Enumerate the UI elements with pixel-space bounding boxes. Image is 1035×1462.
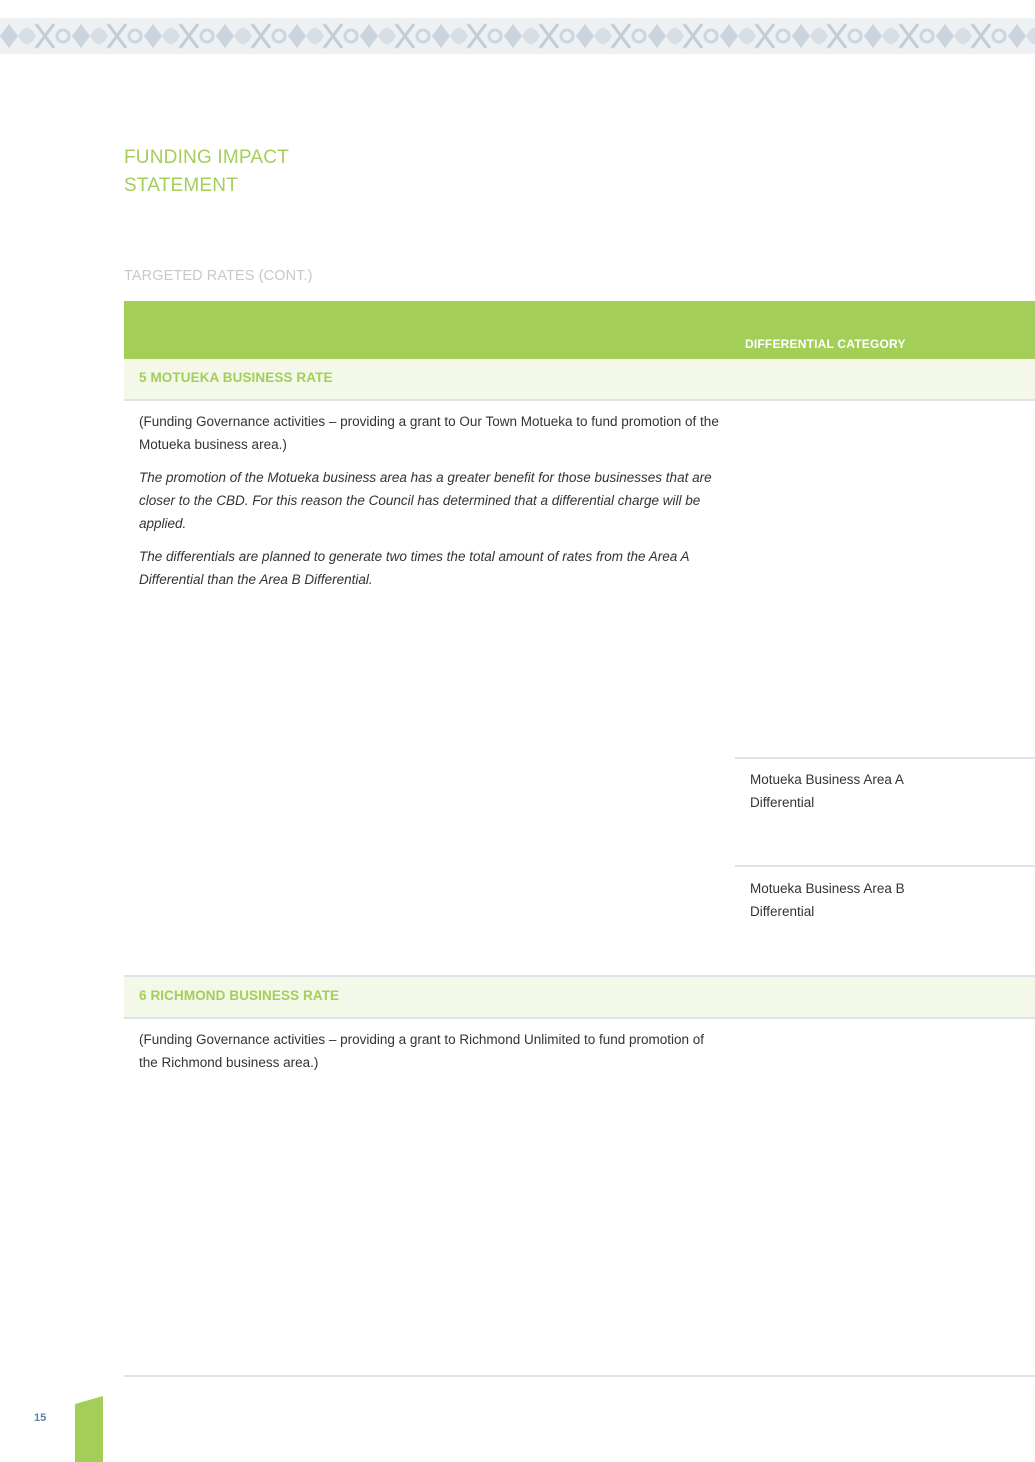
paragraph-differential-note: The differentials are planned to generat…	[139, 549, 690, 587]
page-number: 15	[34, 1412, 47, 1424]
paragraph-funding-note: (Funding Governance activities – providi…	[139, 414, 719, 452]
section-body-richmond: (Funding Governance activities – providi…	[139, 1028, 724, 1084]
decorative-border-pattern	[0, 18, 1035, 54]
section-subtitle: TARGETED RATES (CONT.)	[124, 268, 313, 284]
page-title-line-1: FUNDING IMPACT	[124, 147, 289, 168]
page-title-line-2: STATEMENT	[124, 175, 239, 196]
section-band-motueka: 5 MOTUEKA BUSINESS RATE	[124, 359, 1035, 401]
column-header-differential-category: DIFFERENTIAL CATEGORY	[745, 337, 906, 351]
section-title-richmond: 6 RICHMOND BUSINESS RATE	[139, 988, 340, 1003]
page-tab-marker	[75, 1396, 103, 1462]
paragraph-funding-note: (Funding Governance activities – providi…	[139, 1032, 705, 1070]
section-band-richmond: 6 RICHMOND BUSINESS RATE	[124, 975, 1035, 1019]
section-title-motueka: 5 MOTUEKA BUSINESS RATE	[139, 370, 333, 385]
paragraph-benefit-note: The promotion of the Motueka business ar…	[139, 470, 712, 531]
divider	[735, 865, 1035, 867]
differential-area-a: Motueka Business Area A Differential	[750, 772, 904, 810]
differential-area-b: Motueka Business Area B Differential	[750, 881, 905, 919]
page-title: FUNDING IMPACT STATEMENT	[124, 144, 289, 200]
table-header-bar	[124, 301, 1035, 359]
footer-divider	[124, 1375, 1035, 1377]
divider	[735, 757, 1035, 759]
section-body-motueka: (Funding Governance activities – providi…	[139, 410, 724, 601]
